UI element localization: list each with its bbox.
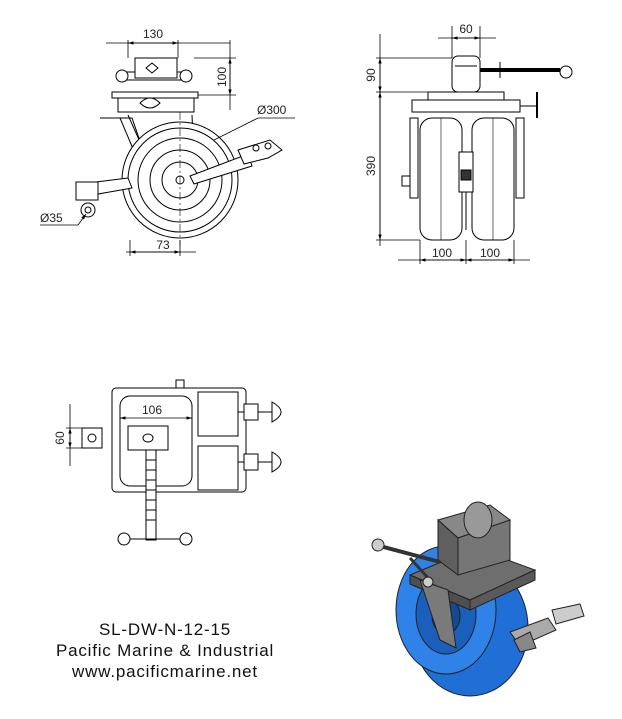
top-view	[81, 379, 282, 546]
dim-offset: 73	[156, 238, 170, 252]
dim-top-width: 106	[142, 403, 162, 417]
dim-side-height: 100	[215, 67, 229, 87]
front-dimensions	[376, 26, 530, 264]
dim-front-height: 390	[364, 156, 378, 176]
caption-model: SL-DW-N-12-15	[99, 620, 231, 639]
side-top-bar	[115, 57, 193, 83]
side-brake-arm	[189, 139, 283, 185]
dim-side-width: 130	[143, 27, 163, 41]
dim-front-left-width: 100	[432, 246, 452, 260]
side-mount-plate	[111, 91, 199, 99]
caption-website: www.pacificmarine.net	[72, 662, 258, 681]
front-view	[401, 55, 573, 241]
isometric-view	[371, 501, 585, 697]
caption-company: Pacific Marine & Industrial	[55, 641, 275, 660]
dim-front-right-width: 100	[480, 246, 500, 260]
dim-brake-diameter: Ø35	[40, 211, 63, 225]
dim-front-top: 60	[459, 22, 473, 36]
side-view	[75, 57, 283, 245]
dim-wheel-diameter: Ø300	[257, 103, 287, 117]
dim-top-height: 60	[53, 431, 67, 445]
side-dimensions	[40, 40, 295, 256]
dim-front-upper: 90	[364, 68, 378, 82]
side-brake-pedal	[75, 177, 133, 218]
top-dimensions	[66, 404, 193, 466]
